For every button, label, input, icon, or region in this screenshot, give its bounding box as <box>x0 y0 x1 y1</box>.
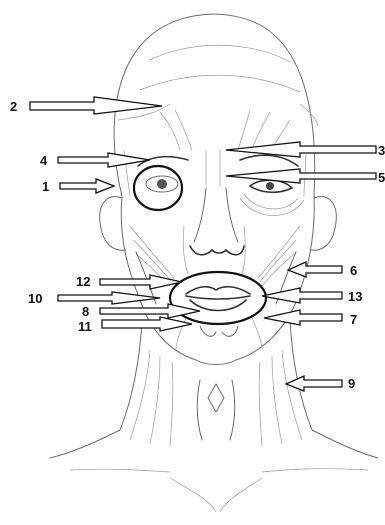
chest-line <box>170 478 216 512</box>
frontalis-fibers <box>252 112 270 150</box>
platysma-fibers <box>259 362 262 446</box>
neck-left <box>120 320 142 430</box>
lip-line <box>186 296 250 299</box>
arrow-5 <box>226 169 376 183</box>
label-3: 3 <box>378 143 385 158</box>
left-ear <box>100 197 126 251</box>
nose-bridge <box>194 188 206 242</box>
arrow-7 <box>264 310 342 325</box>
neck-right <box>290 320 312 430</box>
nose-bridge <box>226 188 238 242</box>
label-6: 6 <box>350 263 357 278</box>
label-9: 9 <box>348 376 355 391</box>
shoulder-line <box>70 469 170 472</box>
trachea-left <box>197 380 202 440</box>
chest-line <box>220 478 262 512</box>
shoulder-left <box>50 430 120 458</box>
orbicularis-oculi-fibers <box>244 194 298 209</box>
frontalis-fibers <box>238 110 250 150</box>
mentalis <box>222 326 238 336</box>
scalp-line <box>150 45 290 62</box>
arrow-3 <box>226 142 376 157</box>
shoulder-right <box>312 430 378 458</box>
scalp-line <box>140 75 300 92</box>
neck <box>50 320 378 512</box>
arrow-13 <box>262 288 342 303</box>
upper-lip <box>186 287 250 294</box>
label-arrows <box>30 97 376 391</box>
left-pupil <box>157 179 167 189</box>
nose <box>190 188 244 255</box>
platysma-fibers <box>282 350 302 440</box>
cheek-muscles <box>130 226 300 304</box>
arrow-2 <box>30 97 162 114</box>
zygomaticus-right <box>260 240 296 282</box>
shoulder-line <box>262 469 368 472</box>
arrow-11 <box>102 317 192 331</box>
orbicularis-oris-ring <box>170 272 266 324</box>
label-12: 12 <box>76 274 90 289</box>
frontalis-fibers <box>175 110 192 150</box>
arrow-4 <box>58 153 150 167</box>
arrow-9 <box>286 376 342 391</box>
label-1: 1 <box>42 179 49 194</box>
eye-region <box>134 150 304 216</box>
lower-lip <box>190 300 246 311</box>
thyroid-cartilage <box>208 384 224 412</box>
chin <box>196 360 236 365</box>
trachea-right <box>230 380 235 440</box>
platysma-fibers <box>130 350 150 440</box>
levator-labii <box>183 226 188 274</box>
label-13: 13 <box>348 289 362 304</box>
label-2: 2 <box>10 99 17 114</box>
platysma-fibers <box>150 356 160 444</box>
right-pupil <box>266 182 274 190</box>
arrow-6 <box>288 262 342 277</box>
frontalis-fibers <box>160 112 180 150</box>
right-eyebrow <box>240 155 298 166</box>
depressor-fibers <box>252 318 262 350</box>
label-5: 5 <box>378 170 385 185</box>
label-8: 8 <box>82 304 89 319</box>
platysma-fibers <box>272 356 282 444</box>
arrow-12 <box>100 275 182 289</box>
label-10: 10 <box>28 291 42 306</box>
zygomaticus-left <box>130 226 174 278</box>
number-labels: 1 2 3 4 5 6 7 8 9 10 11 12 13 <box>10 99 385 391</box>
arrow-10 <box>58 292 160 304</box>
platysma-fibers <box>170 362 173 446</box>
label-11: 11 <box>78 319 92 334</box>
label-7: 7 <box>350 312 357 327</box>
orbicularis-oculi-ring <box>134 166 182 210</box>
nostrils <box>190 246 244 255</box>
label-4: 4 <box>40 153 48 168</box>
arrow-1 <box>60 179 114 193</box>
mentalis <box>200 326 216 336</box>
